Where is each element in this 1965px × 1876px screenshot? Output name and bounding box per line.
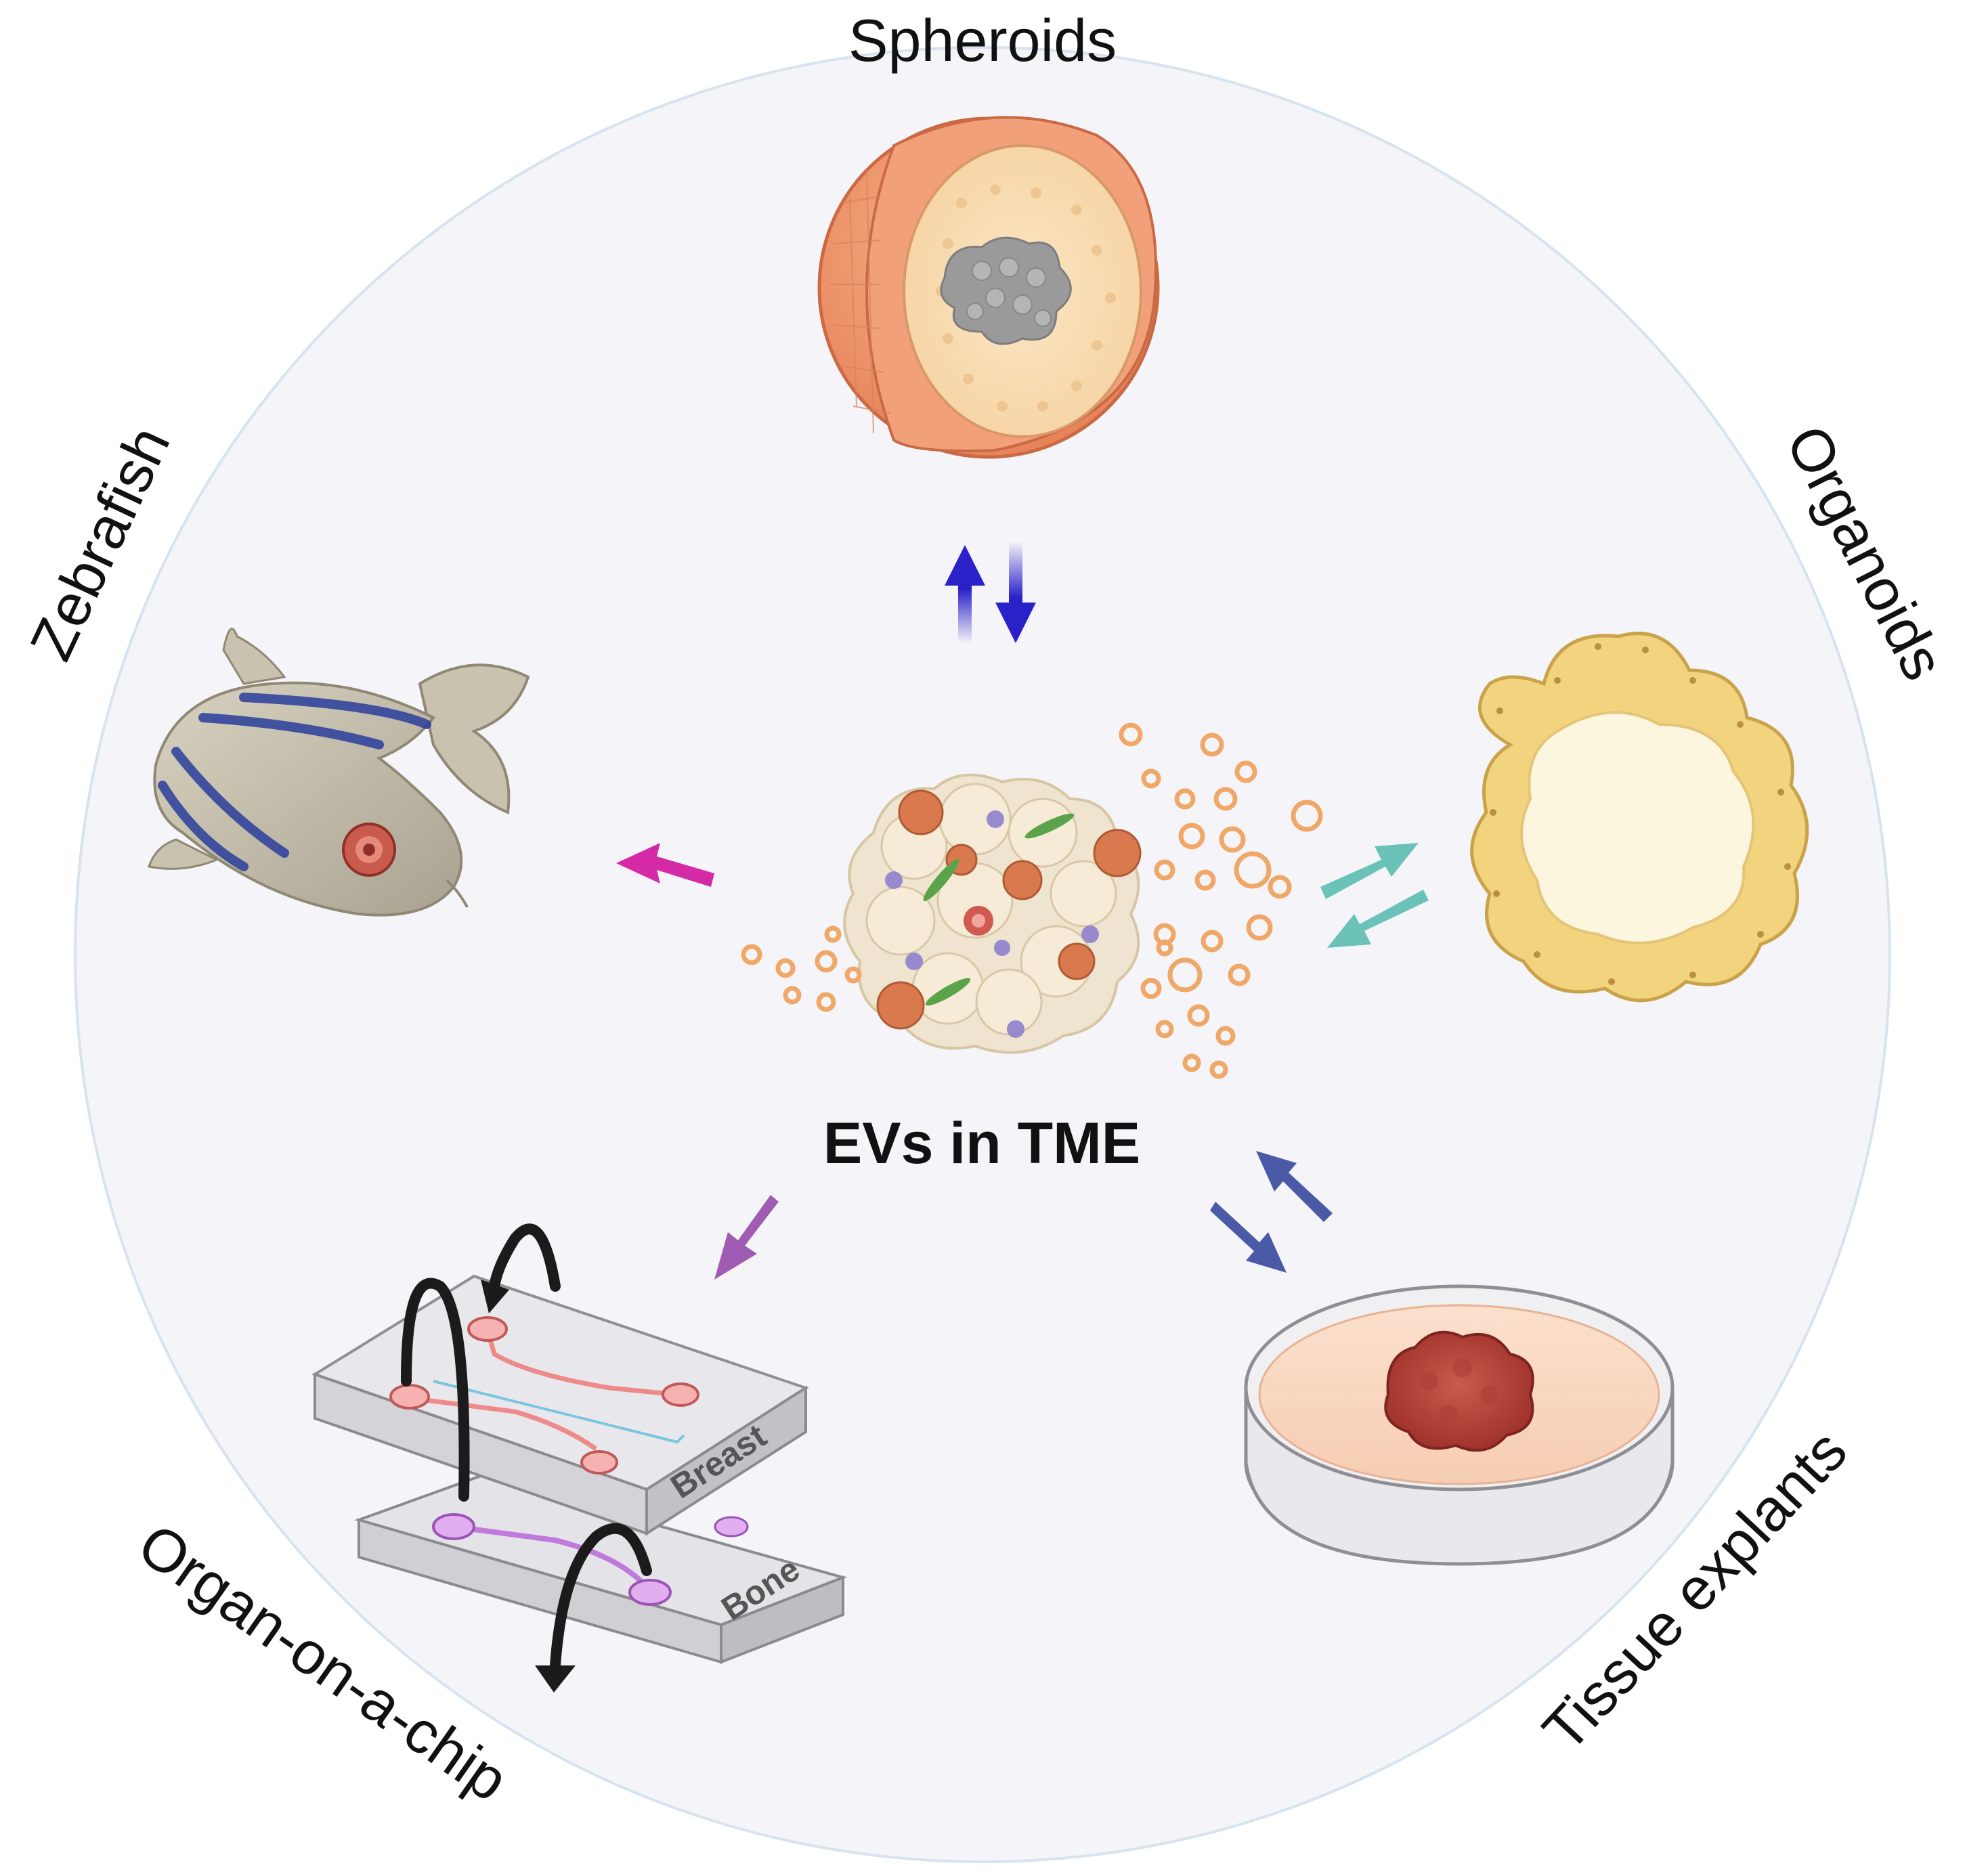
explant-exchange-arrows: [1210, 1151, 1333, 1273]
arrow-to-zebrafish-icon: [616, 843, 714, 887]
tissue-explant-illustration: [1244, 1284, 1675, 1566]
label-spheroids: Spheroids: [848, 7, 1117, 74]
center-label: EVs in TME: [823, 1111, 1140, 1176]
arrow-up-icon: [945, 545, 985, 643]
flow-arrow-link-icon: [401, 1278, 470, 1502]
tme-cluster-illustration: [843, 773, 1142, 1054]
organoid-illustration: [1470, 632, 1809, 1003]
arrow-right-up-icon: [1320, 843, 1419, 899]
organoid-exchange-arrows: [1320, 843, 1429, 948]
organ-on-chip-illustration: Bone Breast: [311, 1223, 848, 1693]
zebrafish-illustration: [148, 628, 530, 917]
flow-arrow-top-icon: [489, 1223, 561, 1292]
arrow-down-icon: [995, 542, 1036, 643]
chip-bone: Bone: [354, 1474, 848, 1664]
spheroid-illustration: [817, 116, 1160, 459]
arrow-up-left-icon: [1256, 1151, 1333, 1222]
extracellular-vesicles: [741, 722, 1323, 1079]
arrow-to-chip-icon: [714, 1195, 779, 1280]
arrow-left-down-icon: [1327, 890, 1429, 948]
arrow-down-right-icon: [1210, 1202, 1287, 1273]
flow-arrow-bottom-icon: [550, 1523, 652, 1671]
spheroid-exchange-arrows: [945, 542, 1036, 643]
